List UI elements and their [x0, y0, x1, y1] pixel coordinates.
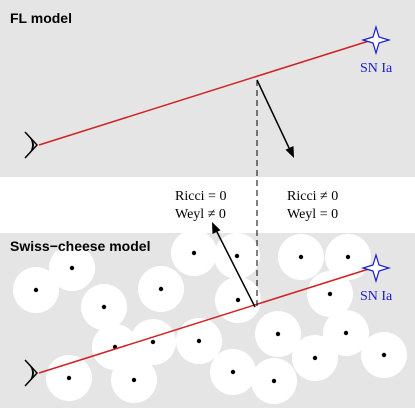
mass-dot [196, 338, 202, 344]
ricci-arrow-shaft [215, 229, 256, 308]
hole-centers [33, 250, 387, 384]
fl-panel-title: FL model [10, 10, 72, 26]
mass-dot [191, 250, 197, 256]
right-ricci-label: Ricci ≠ 0 [287, 189, 338, 204]
mass-dot [298, 254, 304, 260]
fl-sn-label: SN Ia [360, 61, 393, 76]
mass-dot [312, 355, 318, 361]
fl-weyl-arrow-shaft [256, 79, 291, 151]
star-icon [360, 24, 392, 56]
left-weyl-label: Weyl ≠ 0 [175, 207, 226, 222]
star-icon [360, 252, 392, 284]
mass-dot [69, 265, 75, 271]
mass-dot [271, 378, 277, 384]
annotation-band: Ricci = 0 Weyl ≠ 0 Ricci ≠ 0 Weyl = 0 [175, 189, 338, 222]
eye-icon [24, 359, 39, 387]
fl-panel-background [0, 0, 415, 177]
mass-dot [234, 253, 240, 259]
ricci-arrow-head [212, 222, 221, 234]
mass-dot [131, 377, 137, 383]
mass-dot [158, 286, 164, 292]
right-weyl-label: Weyl = 0 [287, 207, 338, 222]
fl-weyl-arrow-head [285, 146, 294, 158]
fl-light-ray [38, 39, 373, 146]
mass-dot [33, 287, 39, 293]
fl-model-panel: FL model SN Ia [0, 0, 415, 177]
mass-dot [343, 330, 349, 336]
swiss-cheese-panel-title: Swiss−cheese model [10, 238, 150, 254]
mass-dot [230, 369, 236, 375]
mass-dot [275, 331, 281, 337]
swiss-cheese-light-ray [38, 267, 373, 374]
mass-dot [235, 297, 241, 303]
swiss-cheese-panel: Swiss−cheese model SN Ia [0, 230, 415, 408]
left-ricci-label: Ricci = 0 [175, 189, 226, 204]
mass-dot [327, 291, 333, 297]
mass-dot [66, 375, 72, 381]
eye-icon [24, 131, 39, 159]
mass-dot [381, 352, 387, 358]
swiss-cheese-sn-label: SN Ia [360, 289, 393, 304]
mass-dot [345, 254, 351, 260]
mass-dot [150, 339, 156, 345]
mass-dot [101, 304, 107, 310]
